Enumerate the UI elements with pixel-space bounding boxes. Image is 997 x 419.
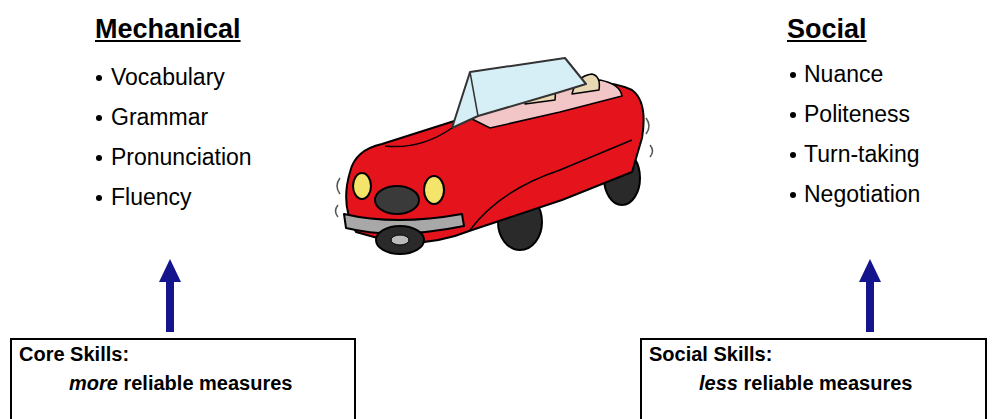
bullet-dot — [96, 115, 102, 121]
box-heading: Social Skills: — [642, 340, 985, 366]
bullet-dot — [790, 72, 796, 78]
list-item: Nuance — [804, 61, 883, 88]
car-illustration — [336, 58, 653, 254]
bullet-dot — [790, 112, 796, 118]
box-body: more reliable measures — [12, 366, 354, 395]
bullet-dot — [790, 192, 796, 198]
box-body: less reliable measures — [642, 366, 985, 395]
bullet-dot — [790, 152, 796, 158]
skill-box: Social Skills:less reliable measures — [640, 338, 987, 419]
list-item: Negotiation — [804, 181, 920, 208]
bullet-dot — [96, 75, 102, 81]
list-item: Fluency — [111, 184, 192, 211]
skill-box: Core Skills:more reliable measures — [10, 338, 356, 419]
list-item: Turn-taking — [804, 141, 919, 168]
column-heading: Mechanical — [95, 14, 241, 45]
list-item: Vocabulary — [111, 64, 225, 91]
up-arrow — [859, 259, 881, 332]
list-item: Pronunciation — [111, 144, 252, 171]
bullet-dot — [96, 195, 102, 201]
box-heading: Core Skills: — [12, 340, 354, 366]
list-item: Grammar — [111, 104, 208, 131]
list-item: Politeness — [804, 101, 910, 128]
column-heading: Social — [787, 14, 867, 45]
up-arrow — [159, 259, 181, 332]
bullet-dot — [96, 155, 102, 161]
